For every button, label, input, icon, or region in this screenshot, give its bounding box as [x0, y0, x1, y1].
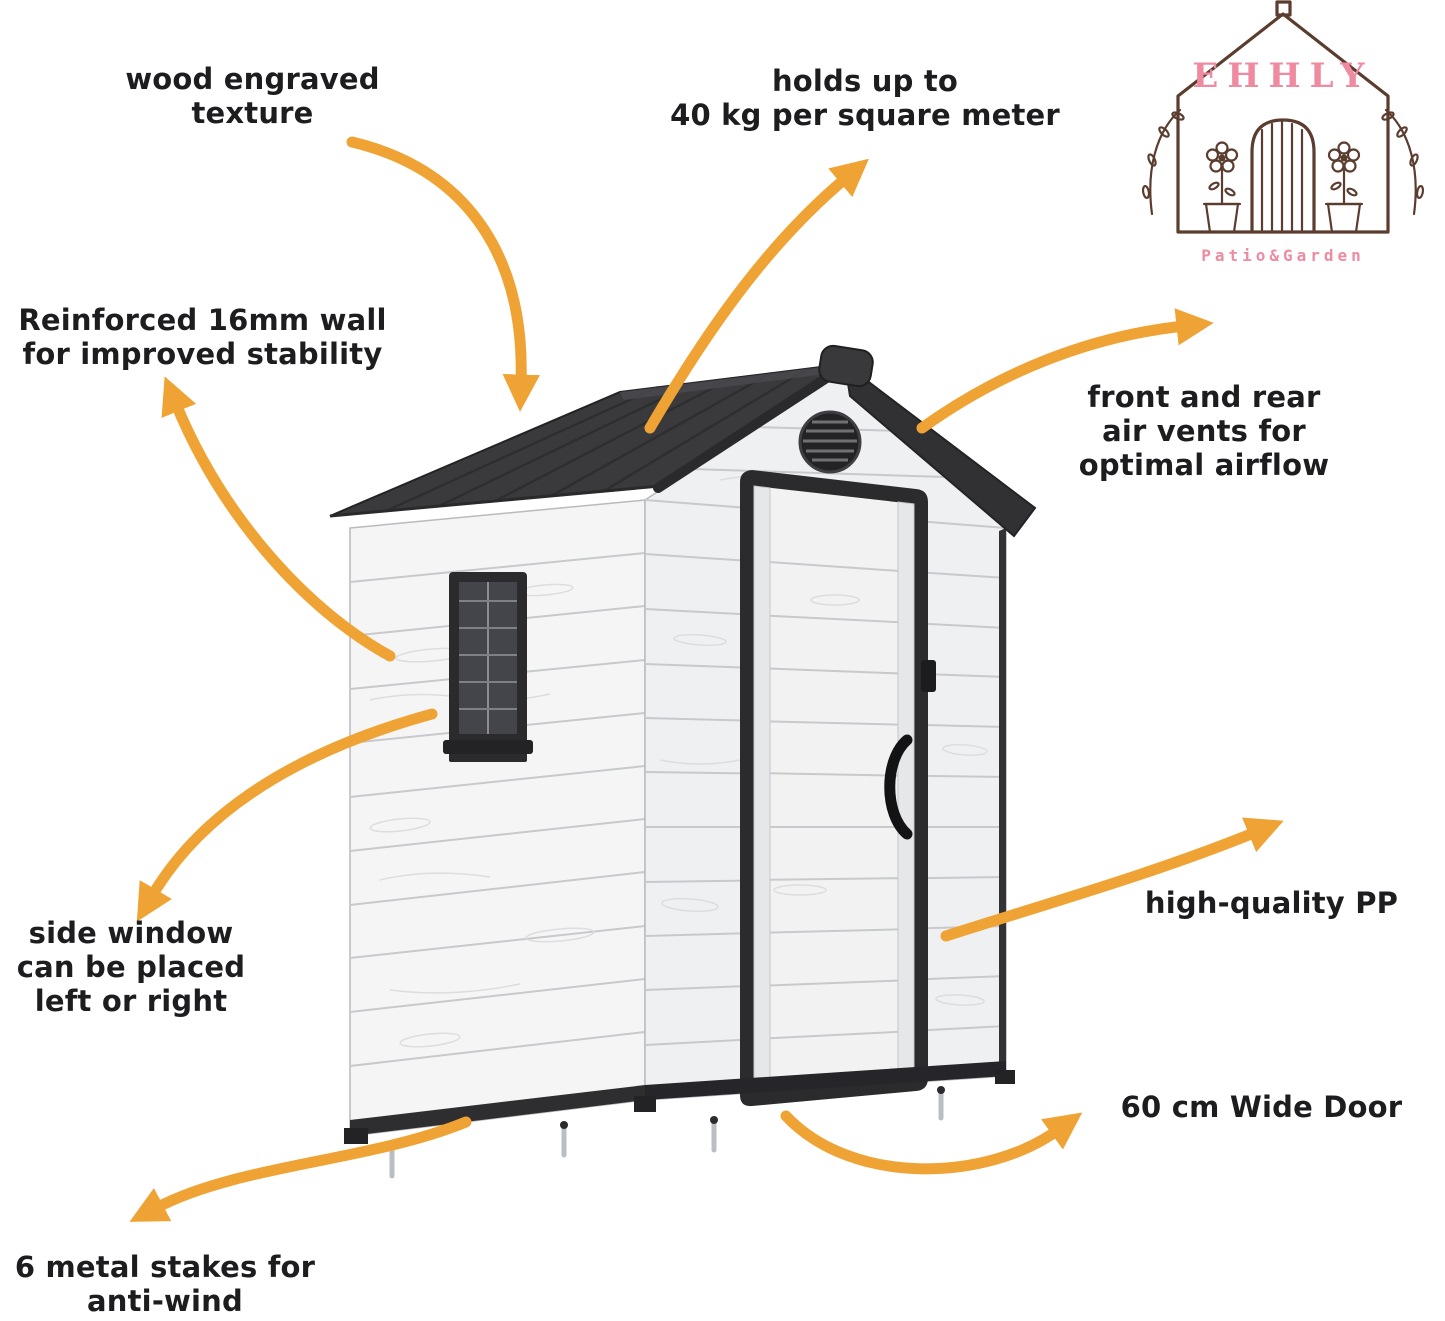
callout-line: anti-wind: [87, 1284, 243, 1319]
callout-side-window: side window can be placed left or right: [0, 916, 262, 1019]
callout-line: high-quality PP: [1144, 886, 1399, 920]
callout-wood-texture: wood engraved texture: [105, 62, 400, 130]
arrow-stakes: [129, 1116, 472, 1222]
callout-line: left or right: [34, 984, 228, 1019]
callout-line: can be placed: [16, 950, 246, 985]
door-handle: [884, 734, 913, 840]
callout-line: optimal airflow: [1078, 448, 1330, 483]
arrow-side-window: [136, 708, 438, 922]
callout-stakes: 6 metal stakes for anti-wind: [0, 1250, 330, 1318]
callout-air-vents: front and rear air vents for optimal air…: [1020, 380, 1388, 483]
callout-line: wood engraved: [125, 62, 380, 96]
roof-ribs: [385, 367, 808, 513]
logo-house-icon: [1176, 12, 1390, 234]
callout-line: air vents for: [1102, 414, 1306, 449]
arrow-door-width: [780, 1110, 1083, 1175]
logo-branch-right-icon: [1381, 108, 1425, 216]
front-corner-trim: [999, 528, 1006, 1079]
callout-line: 40 kg per square meter: [670, 98, 1060, 133]
arrow-load-capacity: [644, 158, 869, 434]
shed-door: [740, 470, 936, 1107]
arrow-wood-texture: [346, 136, 540, 412]
callout-line: front and rear: [1087, 380, 1321, 414]
callout-arrows: [129, 136, 1284, 1222]
callout-line: for improved stability: [22, 337, 383, 372]
callout-line: Reinforced 16mm wall: [18, 303, 387, 337]
arrow-reinforced-wall: [161, 376, 396, 662]
logo-flower-left-icon: [1202, 141, 1242, 234]
callout-door-width: 60 cm Wide Door: [1078, 1090, 1445, 1124]
door-latch: [921, 660, 936, 692]
logo-branch-left-icon: [1141, 108, 1185, 216]
brand-name: EHHLY: [1192, 56, 1374, 96]
callout-line: 60 cm Wide Door: [1120, 1090, 1403, 1124]
callout-line: 6 metal stakes for: [14, 1250, 316, 1284]
arrow-air-vents: [916, 308, 1214, 434]
callout-load-capacity: holds up to 40 kg per square meter: [630, 64, 1100, 132]
shed-window: [443, 572, 533, 762]
air-vent: [798, 410, 862, 474]
shed-left-wall: [349, 499, 646, 1137]
brand-logo: [1141, 0, 1425, 234]
callout-line: texture: [191, 96, 314, 131]
brand-tagline: Patio&Garden: [1201, 246, 1365, 265]
callout-material: high-quality PP: [1098, 886, 1445, 920]
arrow-material: [940, 817, 1284, 942]
callout-reinforced-wall: Reinforced 16mm wall for improved stabil…: [0, 303, 405, 371]
door-planks: [753, 560, 915, 1040]
logo-flower-right-icon: [1324, 141, 1364, 234]
shed-roof: [329, 344, 1037, 538]
logo-door-icon: [1250, 118, 1316, 234]
roof-ridge-cap: [818, 344, 874, 388]
callout-line: holds up to: [771, 64, 959, 98]
shed-base: [344, 1061, 1015, 1179]
callout-line: side window: [28, 916, 234, 950]
